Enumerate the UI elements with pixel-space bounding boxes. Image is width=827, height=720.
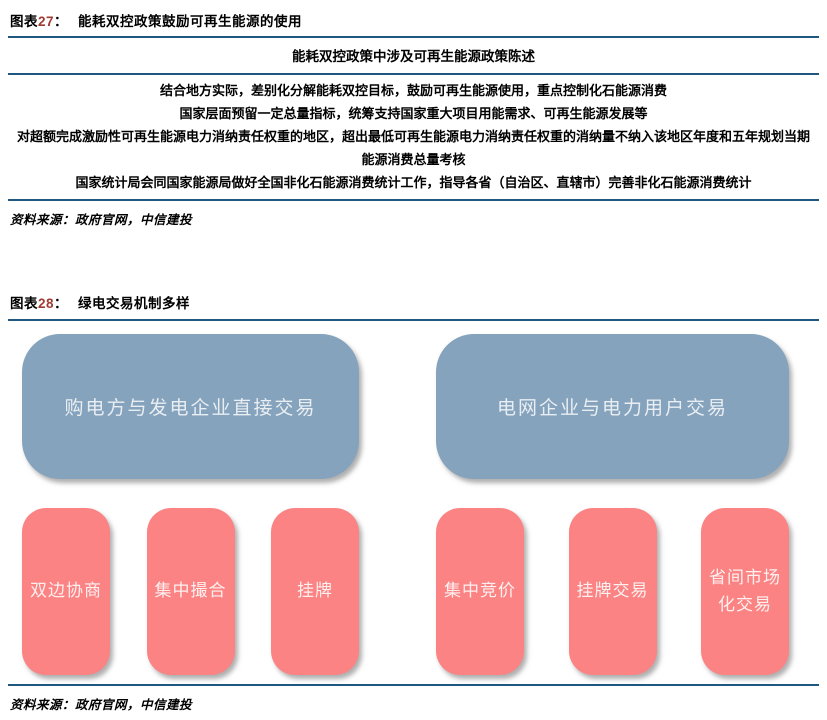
table-row: 对超额完成激励性可再生能源电力消纳责任权重的地区，超出最低可再生能源电力消纳责任…	[16, 129, 810, 167]
table-row: 结合地方实际，差别化分解能耗双控目标，鼓励可再生能源使用，重点控制化石能源消费	[159, 83, 667, 98]
child-box-listing: 挂牌	[271, 508, 359, 675]
figure28-diagram: 购电方与发电企业直接交易 双边协商 集中撮合 挂牌 电网企业与电力用户交易 集中…	[8, 321, 819, 675]
diagram-right-group: 电网企业与电力用户交易 集中竞价 挂牌交易 省间市场化交易	[436, 334, 789, 675]
figure27-number: 27	[38, 14, 55, 29]
figure28-colon: ：	[54, 296, 69, 311]
figure28-bottom-rule	[8, 684, 819, 686]
figure27-table-header: 能耗双控政策中涉及可再生能源政策陈述	[8, 38, 819, 75]
figure27-label-prefix: 图表	[10, 14, 38, 29]
child-box-centralized-bidding: 集中竞价	[436, 508, 524, 675]
child-box-bilateral-negotiation: 双边协商	[22, 508, 110, 675]
figure27-colon: ：	[54, 14, 69, 29]
child-box-listing-trade: 挂牌交易	[568, 508, 657, 675]
child-box-interprovincial-market-trade: 省间市场化交易	[701, 508, 789, 675]
parent-box-direct-trade: 购电方与发电企业直接交易	[22, 334, 359, 479]
parent-box-grid-user-trade: 电网企业与电力用户交易	[436, 334, 789, 479]
child-box-centralized-matching: 集中撮合	[146, 508, 235, 675]
right-children-row: 集中竞价 挂牌交易 省间市场化交易	[436, 508, 789, 675]
left-children-row: 双边协商 集中撮合 挂牌	[22, 508, 359, 675]
figure28-title: 图表28： 绿电交易机制多样	[8, 282, 819, 319]
figure28-label-prefix: 图表	[10, 296, 38, 311]
figure28-top-rule	[8, 319, 819, 321]
figure28-number: 28	[38, 296, 55, 311]
figure27-table: 能耗双控政策中涉及可再生能源政策陈述 结合地方实际，差别化分解能耗双控目标，鼓励…	[8, 36, 819, 201]
figure27-title: 图表27： 能耗双控政策鼓励可再生能源的使用	[8, 0, 819, 36]
figure28-title-text: 绿电交易机制多样	[78, 296, 191, 311]
figure27-table-body: 结合地方实际，差别化分解能耗双控目标，鼓励可再生能源使用，重点控制化石能源消费 …	[8, 75, 819, 199]
figure27-source: 资料来源：政府官网，中信建投	[10, 213, 193, 227]
table-row: 国家层面预留一定总量指标，统筹支持国家重大项目用能需求、可再生能源发展等	[179, 106, 648, 121]
figure27-title-text: 能耗双控政策鼓励可再生能源的使用	[78, 14, 303, 29]
diagram-left-group: 购电方与发电企业直接交易 双边协商 集中撮合 挂牌	[22, 334, 359, 675]
figure28-source: 资料来源：政府官网，中信建投	[10, 698, 193, 712]
table-row: 国家统计局会同国家能源局做好全国非化石能源消费统计工作，指导各省（自治区、直辖市…	[75, 175, 752, 190]
